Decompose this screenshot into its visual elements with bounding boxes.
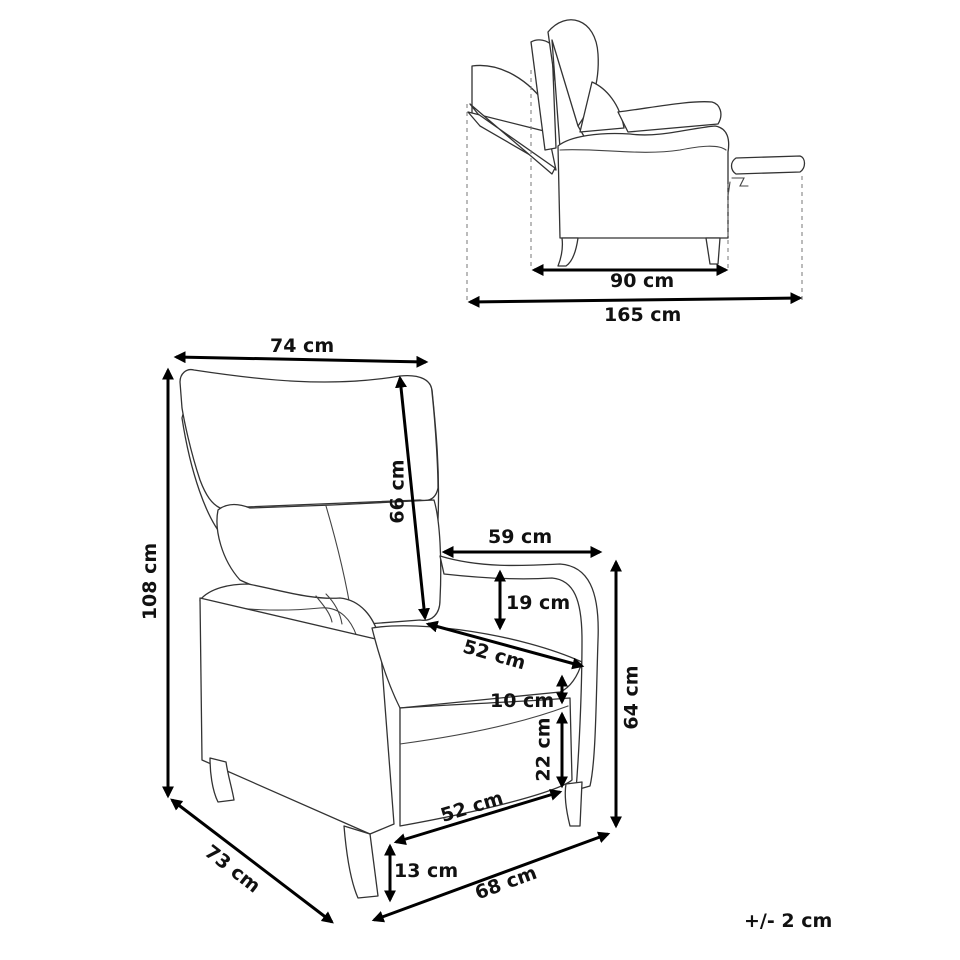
dim-line-seat-52cm bbox=[425, 620, 585, 670]
dim-line-68cm bbox=[371, 831, 611, 923]
label-leg-13cm: 13 cm bbox=[394, 860, 459, 882]
label-tolerance: +/- 2 cm bbox=[744, 910, 833, 932]
label-depth-165cm: 165 cm bbox=[604, 304, 682, 326]
dim-line-165cm bbox=[467, 292, 803, 308]
label-height-108cm: 108 cm bbox=[139, 542, 162, 621]
front-view-chair bbox=[179, 368, 599, 899]
label-seat-base-22cm: 22 cm bbox=[532, 717, 555, 782]
dim-line-66cm bbox=[395, 375, 430, 621]
label-seat-width-59cm: 59 cm bbox=[488, 526, 553, 548]
label-arm-height-64cm: 64 cm bbox=[620, 665, 643, 730]
label-depth-90cm: 90 cm bbox=[610, 270, 675, 292]
label-armrest-19cm: 19 cm bbox=[506, 592, 571, 614]
label-backrest-66cm: 66 cm bbox=[386, 459, 409, 524]
dim-line-74cm bbox=[173, 351, 429, 368]
dim-line-73cm bbox=[170, 798, 334, 924]
label-width-74cm: 74 cm bbox=[270, 335, 335, 357]
label-cushion-10cm: 10 cm bbox=[490, 690, 555, 712]
side-view-chair bbox=[467, 19, 806, 267]
